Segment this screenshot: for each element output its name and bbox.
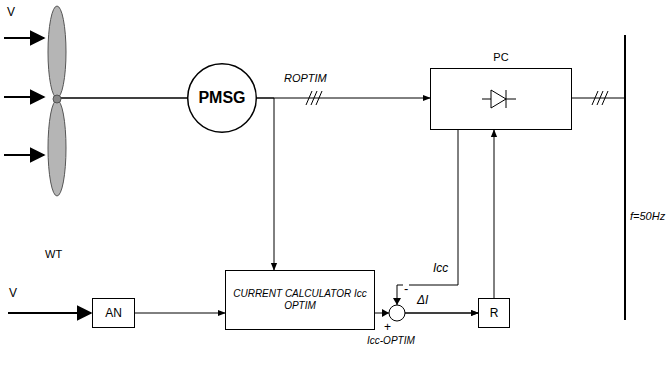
box-heading: PC (431, 51, 571, 64)
turbine-blade (48, 100, 66, 196)
grid-wire (572, 98, 625, 99)
grid-bus (624, 35, 626, 320)
frequency-label: f=50Hz (629, 210, 666, 223)
signal-label: Icc (432, 262, 449, 276)
box-label: CURRENT CALCULATOR Icc OPTIM (232, 288, 368, 312)
turbine-blade (48, 6, 66, 98)
turbine-shaft (57, 97, 188, 99)
connector (257, 98, 274, 270)
diode-symbol (482, 90, 516, 108)
generator-circle: PMSG (187, 63, 257, 133)
connector (257, 98, 430, 99)
converter-box: PC (430, 68, 572, 130)
turbine-hub (53, 95, 61, 103)
wind-arrow (8, 312, 91, 314)
circle-outline (188, 64, 257, 133)
wind-arrow (4, 154, 44, 156)
box-label: PMSG (198, 88, 245, 107)
wind-arrow (4, 96, 44, 98)
junction-arrowhead (393, 298, 401, 305)
junction-arrowhead (382, 309, 389, 317)
wind-label: V (6, 6, 16, 20)
signal-label: ΔI (416, 294, 429, 308)
connector (494, 130, 495, 298)
connector (397, 130, 478, 313)
anemometer-box: AN (92, 298, 135, 328)
calculator-box: CURRENT CALCULATOR Icc OPTIM (225, 270, 375, 330)
regulator-box: R (478, 298, 510, 328)
three-phase-mark (592, 91, 608, 105)
box-label: R (490, 306, 499, 320)
wind-label: V (8, 287, 18, 301)
wind-arrow (4, 37, 44, 39)
connector (135, 313, 225, 314)
signal-label: Icc-OPTIM (366, 335, 416, 347)
sign-label: + (383, 321, 392, 335)
edge-label: ROPTIM (283, 72, 328, 85)
box-label: AN (105, 306, 122, 320)
sign-label: - (403, 282, 409, 297)
turbine-label: WT (44, 248, 63, 261)
summing-junction (389, 305, 405, 321)
